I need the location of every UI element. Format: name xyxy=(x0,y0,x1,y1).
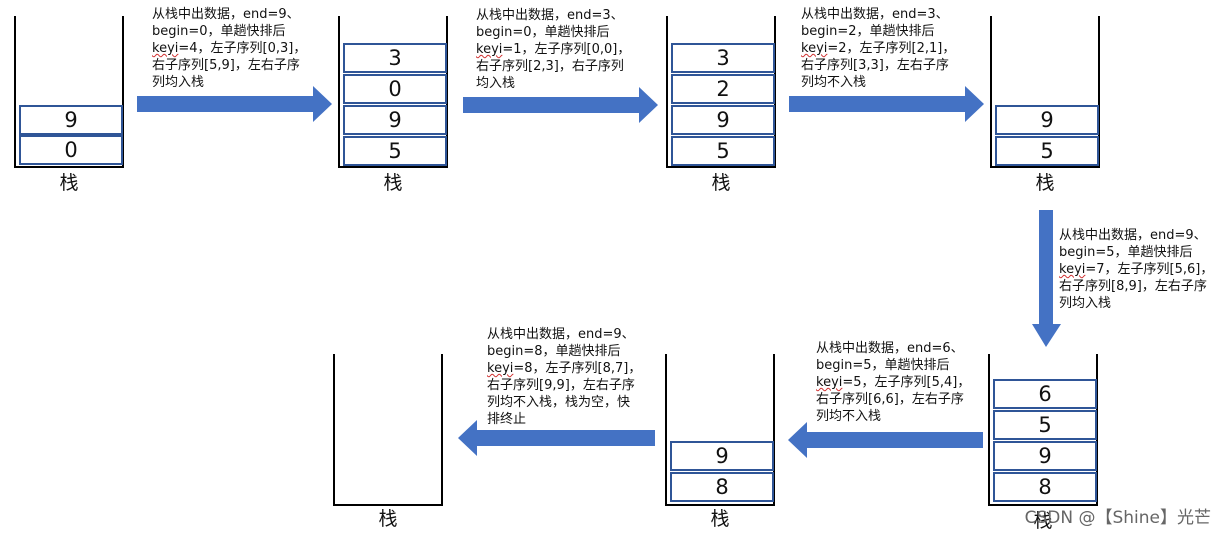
stack-cell: 3 xyxy=(671,43,775,73)
stack-cell: 5 xyxy=(671,136,775,166)
note-line: 排终止 xyxy=(487,412,527,427)
note-line: begin=5，单趟快排后 xyxy=(1059,245,1193,260)
step-note-4: 从栈中出数据，end=9、 begin=5，单趟快排后 keyi=7，左子序列[… xyxy=(1059,227,1213,312)
note-line: keyi=4，左子序列[0,3]， xyxy=(152,41,307,56)
note-line: 右子序列[6,6]，左右子序 xyxy=(816,392,964,407)
note-line: 右子序列[8,9]，左右子序 xyxy=(1059,279,1207,294)
step-note-2: 从栈中出数据，end=3、 begin=0，单趟快排后 keyi=1，左子序列[… xyxy=(476,7,630,92)
note-line: begin=0，单趟快排后 xyxy=(152,24,286,39)
note-line: 均入栈 xyxy=(476,76,516,91)
note-line: keyi=2，左子序列[2,1]， xyxy=(801,41,956,56)
arrow-right-3 xyxy=(789,86,984,122)
note-line: 从栈中出数据，end=9、 xyxy=(1059,228,1207,243)
arrow-left-2 xyxy=(458,420,655,456)
stack-cell: 5 xyxy=(995,136,1099,166)
note-line: keyi=7，左子序列[5,6]， xyxy=(1059,262,1214,277)
stack-cell: 0 xyxy=(343,74,447,104)
arrow-down xyxy=(1032,210,1061,347)
stack-label: 栈 xyxy=(711,172,731,194)
step-note-6: 从栈中出数据，end=9、 begin=8，单趟快排后 keyi=8，左子序列[… xyxy=(487,326,641,428)
note-line: begin=0，单趟快排后 xyxy=(476,25,610,40)
note-line: keyi=5，左子序列[5,4]， xyxy=(816,375,971,390)
stack-cell: 3 xyxy=(343,43,447,73)
step-note-5: 从栈中出数据，end=6、 begin=5，单趟快排后 keyi=5，左子序列[… xyxy=(816,340,970,425)
stack-label: 栈 xyxy=(383,172,403,194)
stack-cell: 2 xyxy=(671,74,775,104)
stack-cell: 8 xyxy=(670,472,774,502)
stack-1: 9 0 xyxy=(14,16,124,168)
note-line: begin=2，单趟快排后 xyxy=(801,24,935,39)
stack-cell: 9 xyxy=(993,441,1097,471)
stack-cell: 9 xyxy=(670,441,774,471)
stack-cell: 5 xyxy=(993,410,1097,440)
watermark: CSDN @【Shine】光芒 xyxy=(1024,508,1211,528)
stack-cell: 9 xyxy=(995,105,1099,135)
stack-3: 3 2 9 5 xyxy=(666,16,776,168)
stack-cell: 0 xyxy=(19,135,123,165)
stack-cell: 5 xyxy=(343,136,447,166)
stack-label: 栈 xyxy=(710,508,730,530)
note-line: begin=8，单趟快排后 xyxy=(487,344,621,359)
note-line: 从栈中出数据，end=3、 xyxy=(476,8,624,23)
note-line: 列均入栈 xyxy=(152,75,205,90)
stack-label: 栈 xyxy=(59,172,79,194)
stack-7-empty xyxy=(333,354,443,506)
stack-2: 3 0 9 5 xyxy=(338,16,448,168)
stack-cell: 9 xyxy=(19,105,123,135)
stack-cell: 9 xyxy=(671,105,775,135)
stack-cell: 6 xyxy=(993,379,1097,409)
note-line: 列均不入栈 xyxy=(816,409,882,424)
stack-label: 栈 xyxy=(1035,172,1055,194)
note-line: 列均入栈 xyxy=(1059,296,1112,311)
note-line: 列均不入栈，栈为空，快 xyxy=(487,395,631,410)
note-line: 右子序列[5,9]，左右子序 xyxy=(152,58,300,73)
stack-5: 6 5 9 8 xyxy=(988,354,1098,506)
arrow-right-2 xyxy=(463,87,658,123)
note-line: 右子序列[3,3]，左右子序 xyxy=(801,58,949,73)
note-line: 从栈中出数据，end=9、 xyxy=(152,7,300,22)
note-line: 从栈中出数据，end=6、 xyxy=(816,341,964,356)
arrow-right-1 xyxy=(137,86,332,122)
note-line: 列均不入栈 xyxy=(801,75,867,90)
note-line: keyi=1，左子序列[0,0]， xyxy=(476,42,631,57)
note-line: begin=5，单趟快排后 xyxy=(816,358,950,373)
stack-cell: 8 xyxy=(993,472,1097,502)
note-line: 从栈中出数据，end=3、 xyxy=(801,7,949,22)
note-line: keyi=8，左子序列[8,7]， xyxy=(487,361,642,376)
stack-cell: 9 xyxy=(343,105,447,135)
note-line: 右子序列[2,3]，右子序列 xyxy=(476,59,624,74)
stack-6: 9 8 xyxy=(665,354,775,506)
note-line: 从栈中出数据，end=9、 xyxy=(487,327,635,342)
stack-label: 栈 xyxy=(378,508,398,530)
step-note-3: 从栈中出数据，end=3、 begin=2，单趟快排后 keyi=2，左子序列[… xyxy=(801,6,955,91)
arrow-left-1 xyxy=(788,422,983,458)
note-line: 右子序列[9,9]，左右子序 xyxy=(487,378,635,393)
step-note-1: 从栈中出数据，end=9、 begin=0，单趟快排后 keyi=4，左子序列[… xyxy=(152,6,306,91)
stack-label: 栈 xyxy=(1033,510,1053,532)
stack-4: 9 5 xyxy=(990,16,1100,168)
